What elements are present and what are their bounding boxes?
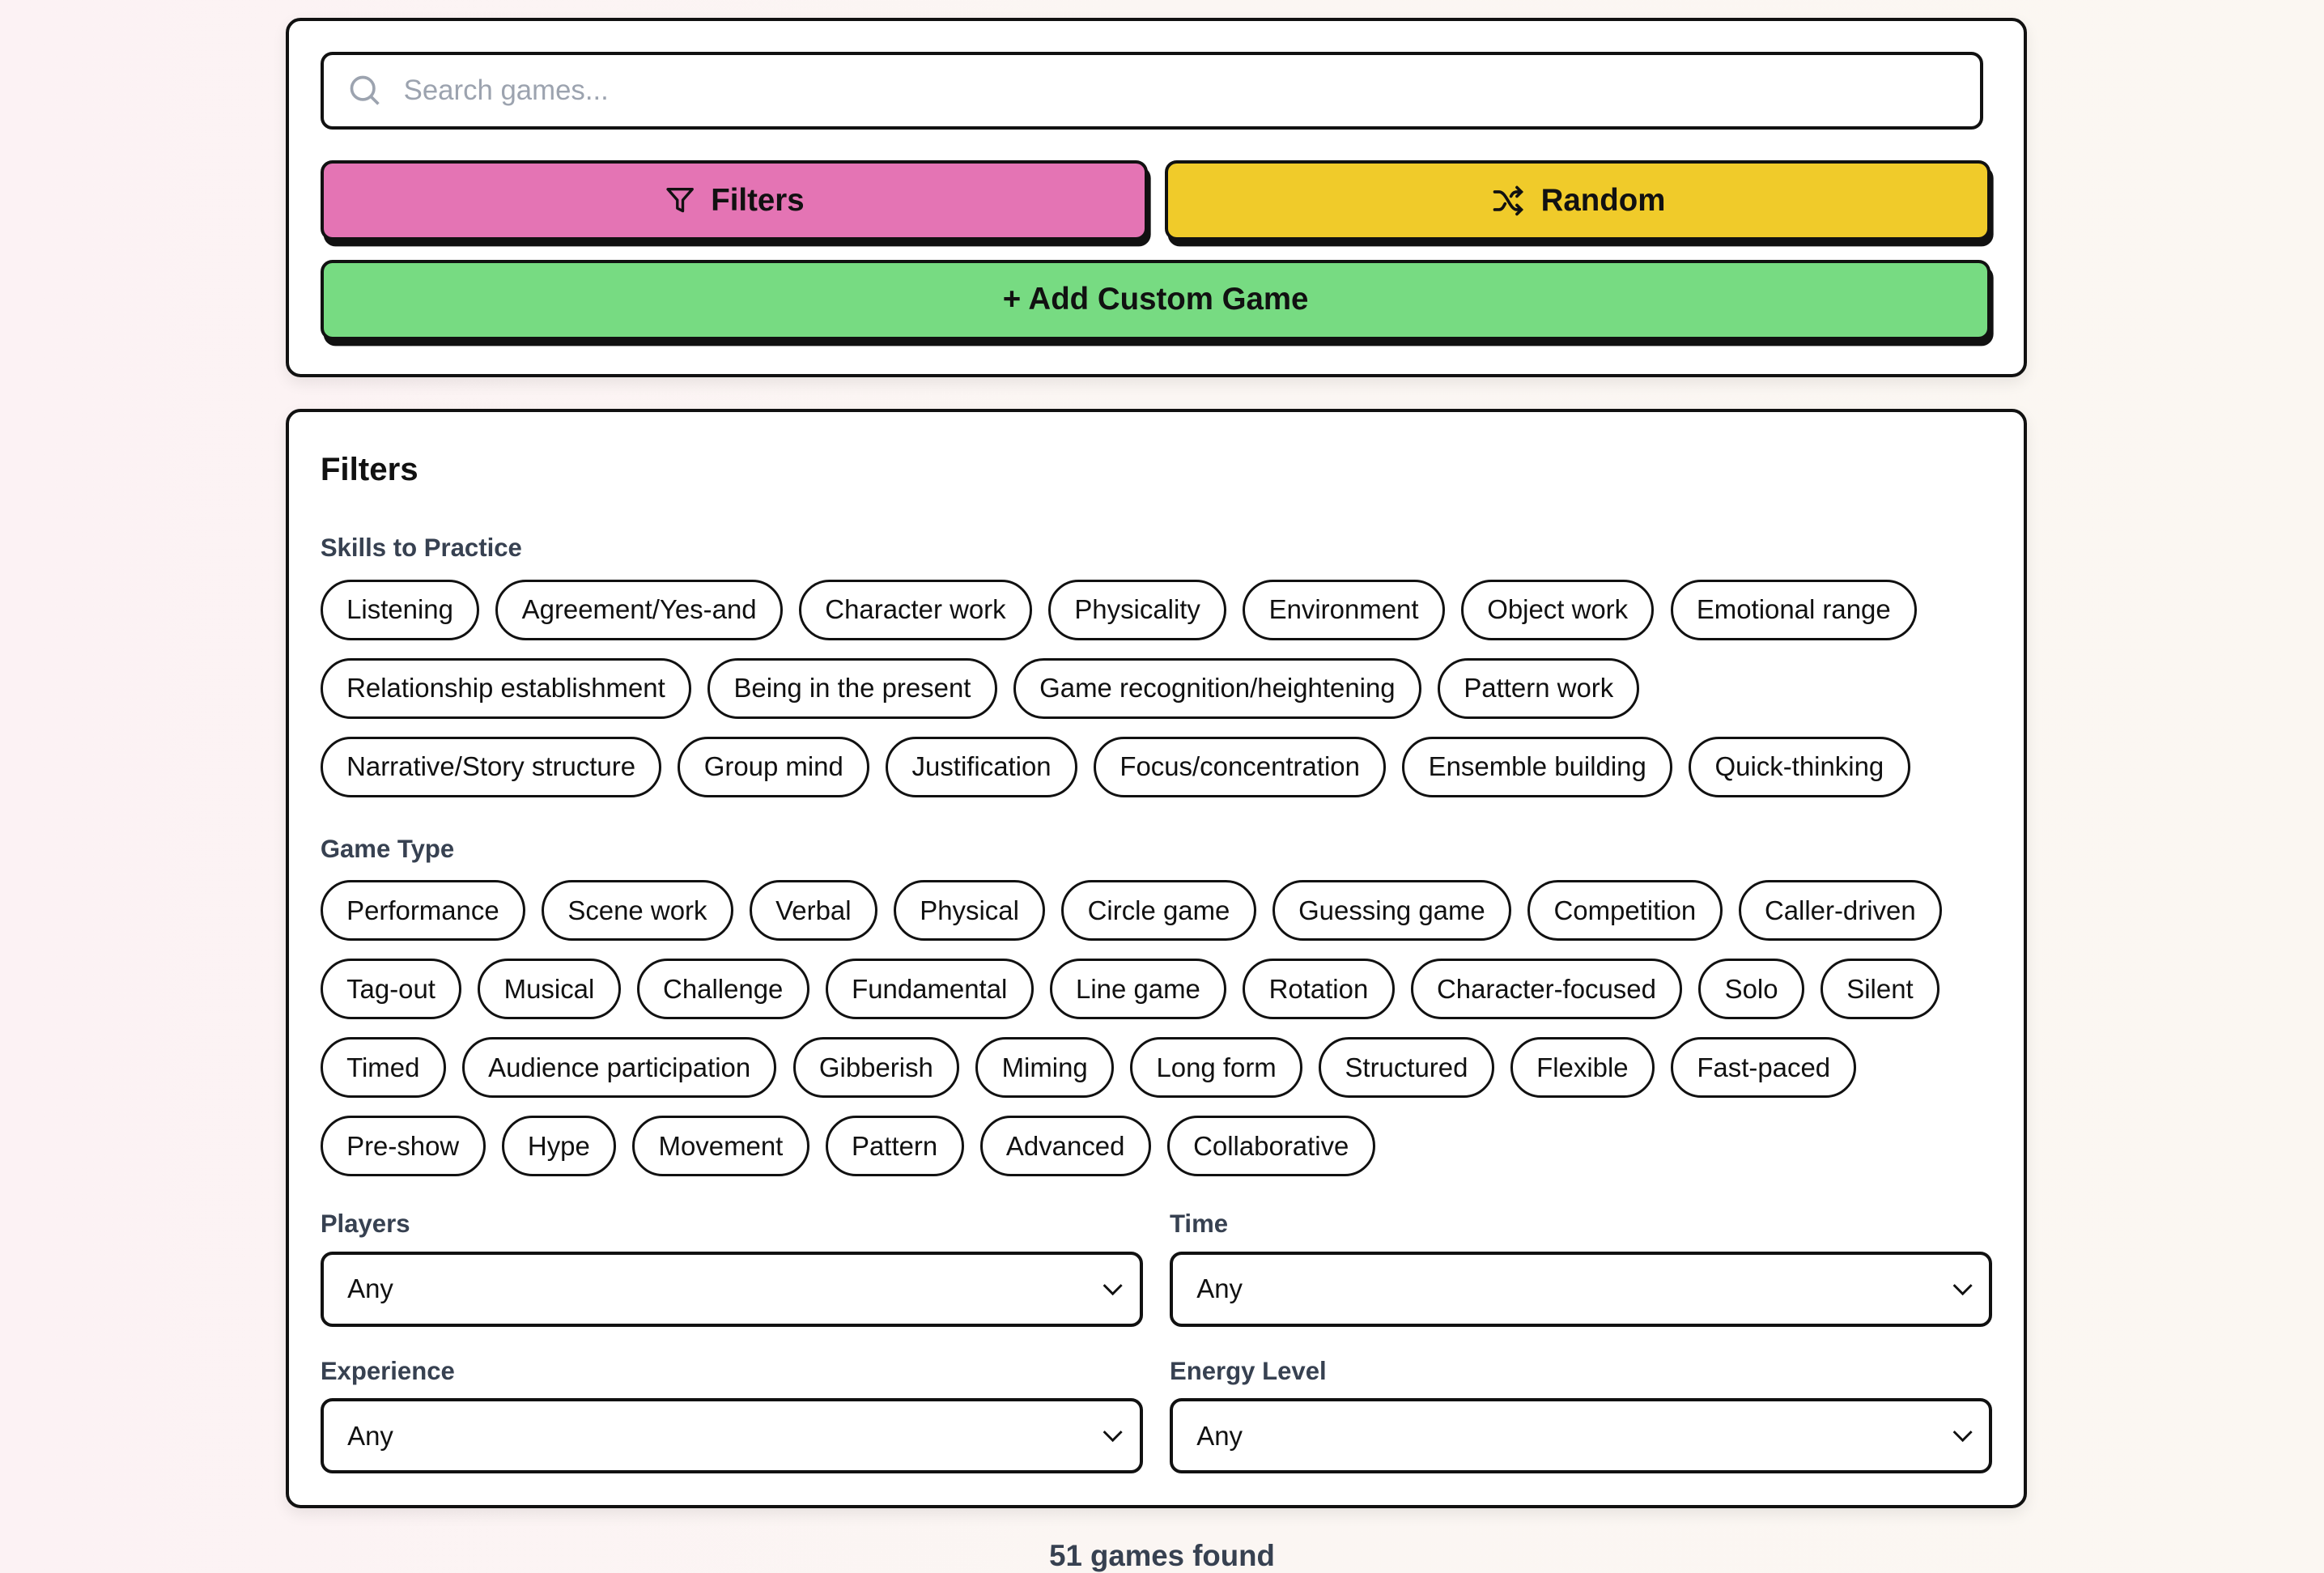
filter-chip[interactable]: Character work (799, 579, 1032, 640)
filter-chip[interactable]: Caller-driven (1738, 880, 1942, 942)
filter-chip[interactable]: Timed (320, 1037, 446, 1099)
filter-chip[interactable]: Game recognition/heightening (1013, 657, 1421, 719)
filter-chip[interactable]: Advanced (979, 1116, 1151, 1177)
energy-value: Any (1196, 1420, 1243, 1451)
filter-chip[interactable]: Rotation (1243, 959, 1395, 1020)
search-input[interactable] (401, 73, 1981, 108)
chevron-down-icon (1103, 1431, 1124, 1443)
game-type-label: Game Type (320, 835, 455, 864)
filter-chip[interactable]: Pattern work (1438, 657, 1640, 719)
search-icon (350, 75, 380, 105)
time-select[interactable]: Any (1169, 1251, 1993, 1328)
filter-chip[interactable]: Line game (1049, 959, 1227, 1020)
shuffle-icon (1493, 185, 1524, 215)
filter-chip[interactable]: Being in the present (707, 657, 997, 719)
players-select[interactable]: Any (320, 1251, 1144, 1328)
filter-chip[interactable]: Audience participation (461, 1037, 777, 1099)
filter-chip[interactable]: Hype (501, 1116, 617, 1177)
filter-chip[interactable]: Emotional range (1670, 579, 1917, 640)
filter-chip[interactable]: Narrative/Story structure (320, 736, 662, 797)
filter-chip[interactable]: Collaborative (1166, 1116, 1375, 1177)
filter-chip[interactable]: Structured (1319, 1037, 1494, 1099)
experience-label: Experience (320, 1356, 455, 1385)
filter-chip[interactable]: Object work (1460, 579, 1655, 640)
filter-chip[interactable]: Competition (1527, 880, 1723, 942)
time-value: Any (1196, 1273, 1243, 1304)
filter-chip[interactable]: Performance (320, 880, 525, 942)
filter-chip[interactable]: Solo (1698, 959, 1804, 1020)
chevron-down-icon (1952, 1431, 1973, 1443)
filter-chip[interactable]: Pre-show (320, 1116, 486, 1177)
filter-chip[interactable]: Verbal (749, 880, 877, 942)
results-count: 51 games found (1049, 1538, 1275, 1572)
filter-chip[interactable]: Physical (893, 880, 1046, 942)
experience-value: Any (347, 1420, 393, 1451)
filter-icon (666, 188, 694, 213)
filter-chip[interactable]: Physicality (1048, 579, 1227, 640)
filter-chip[interactable]: Group mind (678, 736, 870, 797)
filter-chip[interactable]: Relationship establishment (320, 657, 692, 719)
filter-chip[interactable]: Pattern (825, 1116, 964, 1177)
filter-chip[interactable]: Scene work (542, 880, 733, 942)
filters-button-label: Filters (711, 182, 805, 218)
filters-title: Filters (320, 450, 418, 487)
filter-chip[interactable]: Quick-thinking (1689, 736, 1910, 797)
random-button[interactable]: Random (1165, 160, 1991, 240)
chevron-down-icon (1952, 1283, 1973, 1295)
players-value: Any (347, 1273, 393, 1304)
filter-chip[interactable]: Long form (1130, 1037, 1303, 1099)
filter-chip[interactable]: Musical (478, 959, 621, 1020)
filter-chip[interactable]: Environment (1243, 579, 1445, 640)
filter-chip[interactable]: Silent (1820, 959, 1939, 1020)
filter-chip[interactable]: Circle game (1061, 880, 1256, 942)
filter-chip[interactable]: Movement (632, 1116, 809, 1177)
filter-chip[interactable]: Listening (320, 579, 480, 640)
energy-label: Energy Level (1169, 1356, 1327, 1385)
skills-label: Skills to Practice (320, 534, 522, 563)
experience-select[interactable]: Any (320, 1397, 1144, 1474)
search-card: Filters Random + Add Custom Game (286, 17, 2027, 377)
players-label: Players (320, 1210, 410, 1239)
filter-chip[interactable]: Guessing game (1272, 880, 1512, 942)
game-type-section: Game Type Performance Scene work Verbal Phy… (320, 835, 1995, 1177)
filter-chip[interactable]: Miming (975, 1037, 1115, 1099)
filter-chip[interactable]: Gibberish (792, 1037, 960, 1099)
energy-select[interactable]: Any (1169, 1397, 1993, 1474)
chevron-down-icon (1103, 1283, 1124, 1295)
add-custom-game-button[interactable]: + Add Custom Game (320, 259, 1991, 340)
filter-chip[interactable]: Agreement/Yes-and (495, 579, 783, 640)
time-label: Time (1169, 1210, 1229, 1239)
search-box[interactable] (320, 52, 1984, 130)
add-custom-game-label: + Add Custom Game (1002, 282, 1309, 317)
filter-chip[interactable]: Fast-paced (1671, 1037, 1857, 1099)
filter-chip[interactable]: Character-focused (1410, 959, 1683, 1020)
filter-chip[interactable]: Ensemble building (1402, 736, 1673, 797)
filter-chip[interactable]: Fundamental (825, 959, 1034, 1020)
filter-chip[interactable]: Flexible (1510, 1037, 1655, 1099)
random-button-label: Random (1540, 182, 1666, 218)
filter-chip[interactable]: Focus/concentration (1094, 736, 1387, 797)
filter-chip[interactable]: Tag-out (320, 959, 462, 1020)
filters-button[interactable]: Filters (320, 160, 1148, 240)
filter-chip[interactable]: Challenge (636, 959, 809, 1020)
filter-chip[interactable]: Justification (886, 736, 1077, 797)
